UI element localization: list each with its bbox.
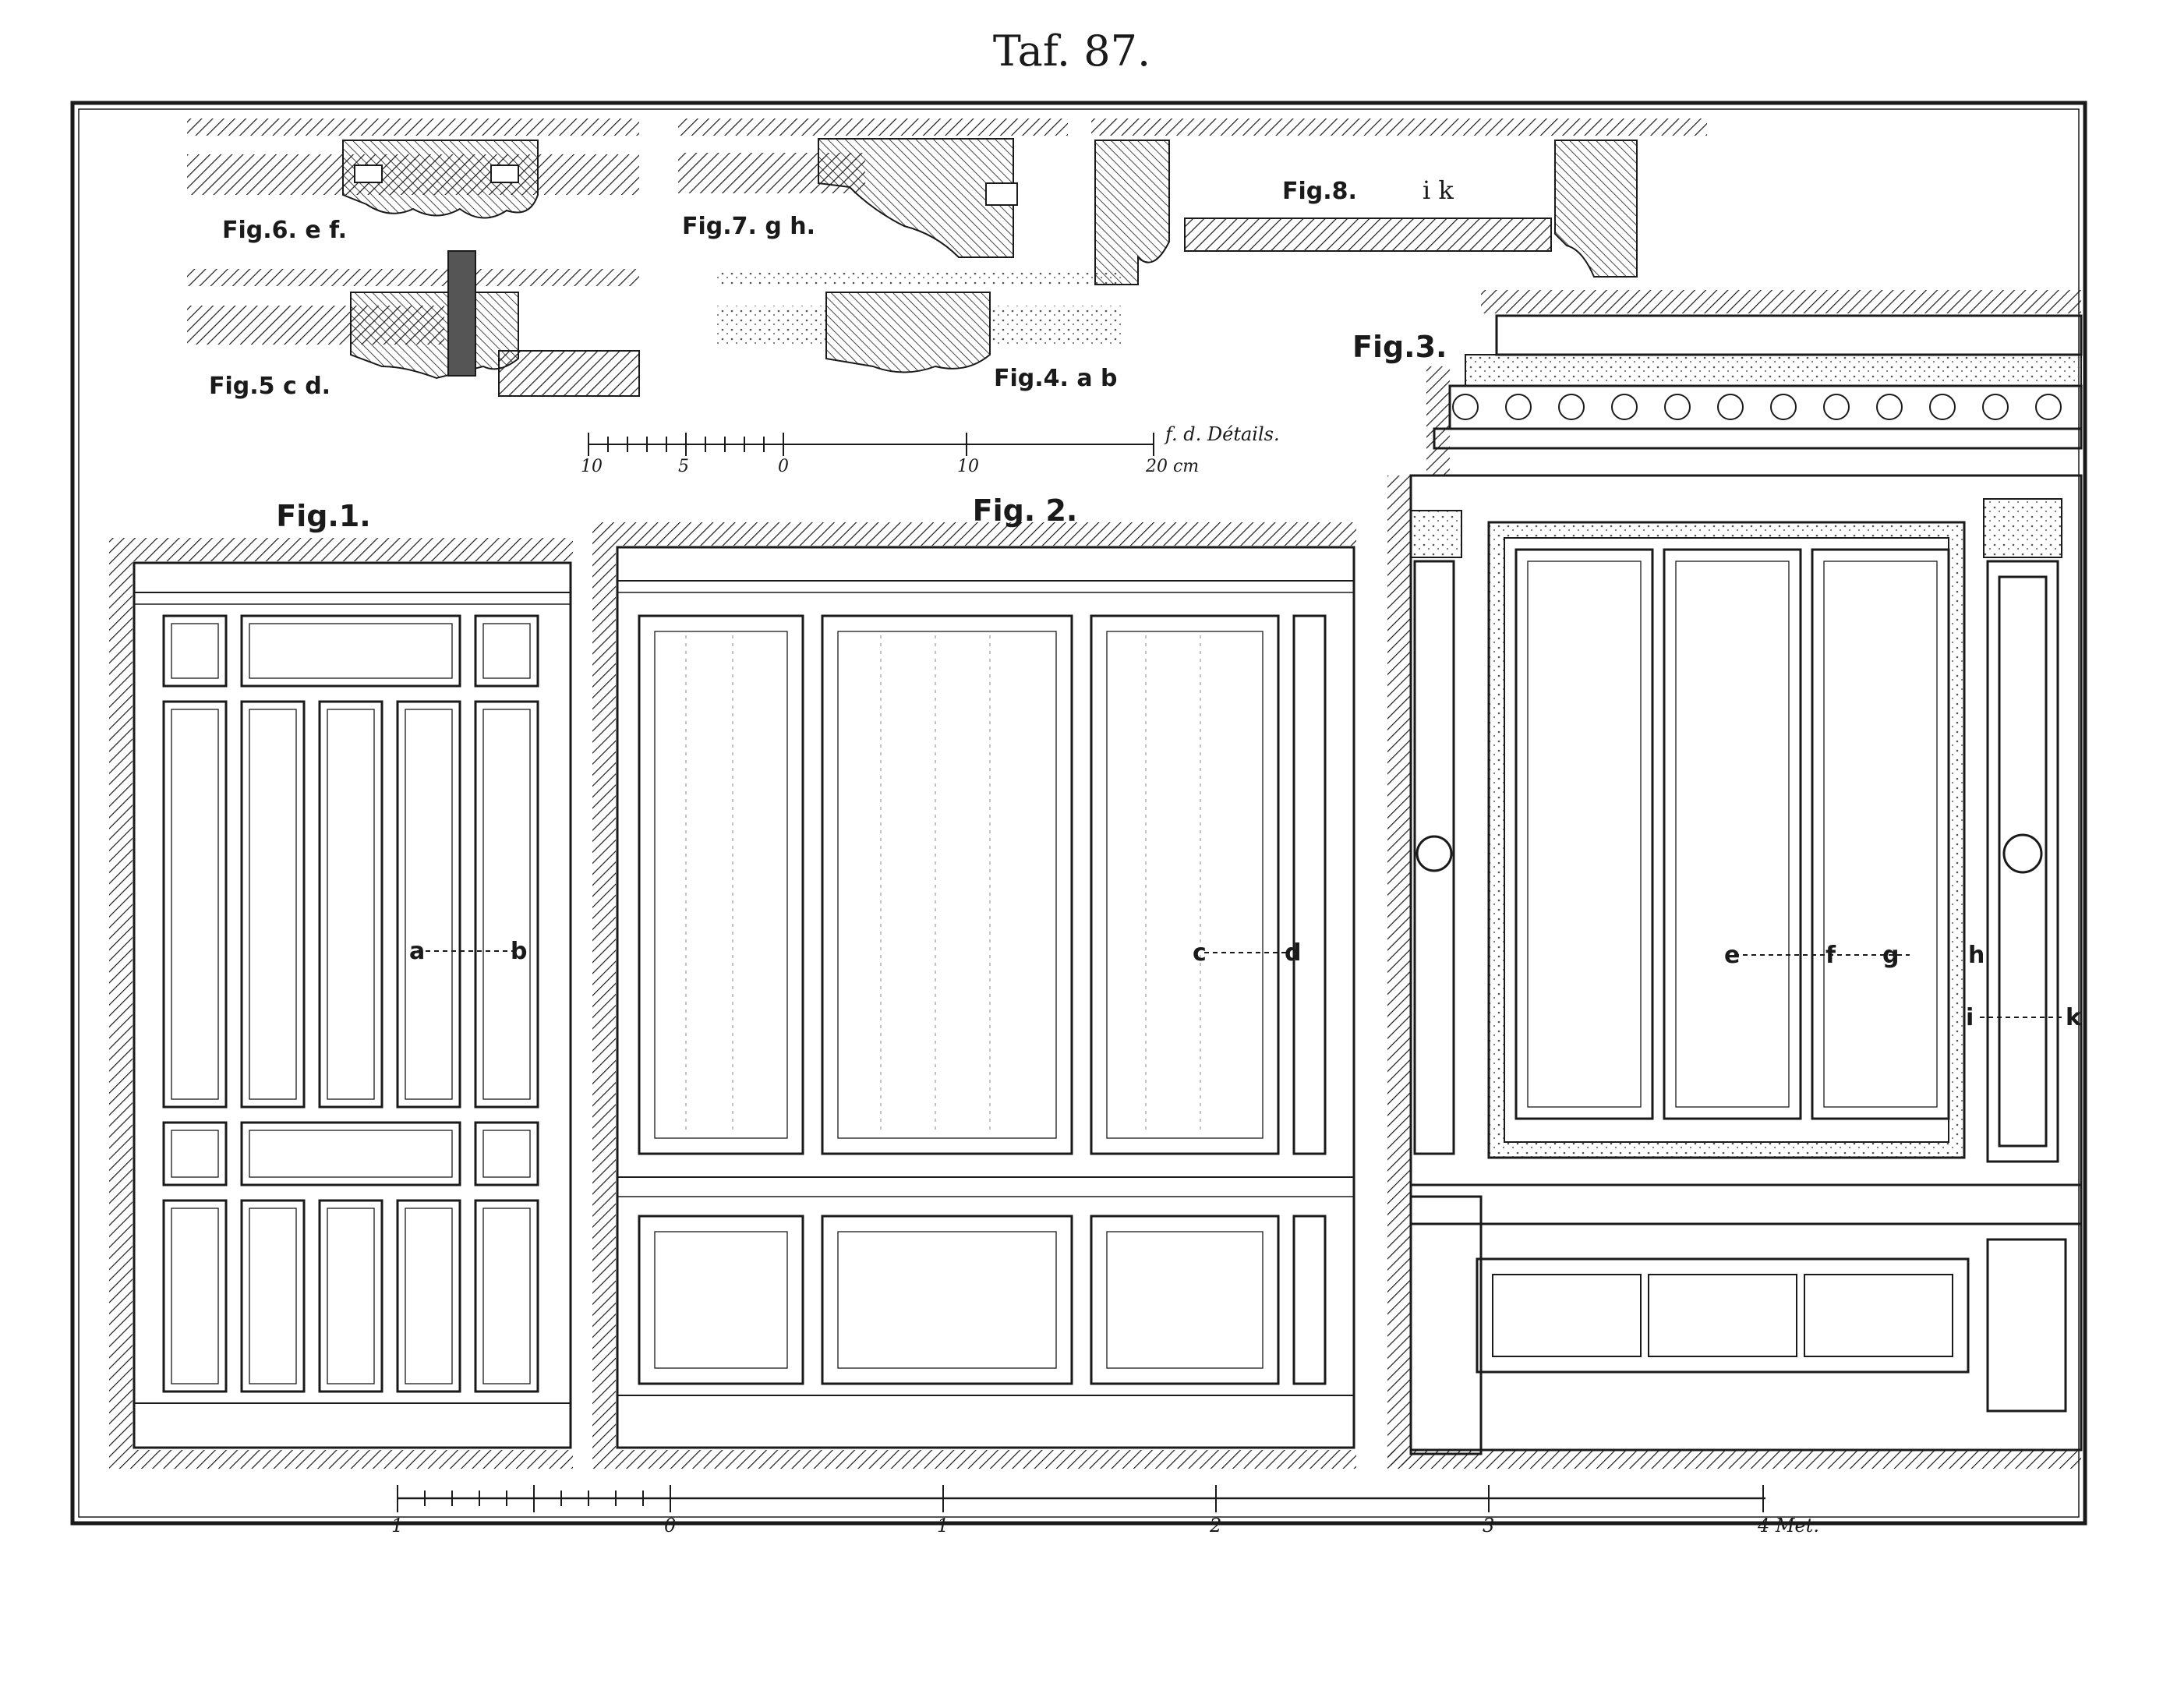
main-scale: 1 0 1 2 3 4 Met. [391,1485,1819,1536]
fig7-label: Fig.7. g h. [682,213,815,240]
section-mark-a: a [409,938,425,965]
fig2-label: Fig. 2. [973,493,1078,528]
section-mark-d: d [1285,939,1301,967]
main-scale-tick-1: 0 [664,1515,676,1536]
fig8-section-label: i k [1423,175,1454,205]
fig7-section: Fig.7. g h. [678,118,1068,258]
plate-frame [70,101,2087,1526]
section-mark-f: f [1825,942,1836,969]
section-mark-e: e [1724,942,1740,969]
detail-scale-caption: f. d. Détails. [1164,423,1280,445]
section-mark-g: g [1882,942,1899,969]
fig1-elevation: Fig.1. [109,499,573,1469]
main-scale-tick-3: 2 [1209,1515,1221,1536]
section-mark-k: k [2066,1004,2082,1031]
fig8-label: Fig.8. [1282,178,1357,205]
detail-scale-tick-1: 5 [678,457,689,476]
main-scale-tick-0: 1 [391,1515,403,1536]
main-scale-tick-2: 1 [937,1515,949,1536]
detail-scale-tick-3: 10 [957,457,979,476]
fig4-label: Fig.4. a b [994,365,1118,392]
fig5-section: Fig.5 c d. [187,250,640,400]
fig6-label: Fig.6. e f. [222,217,347,244]
detail-scale-tick-0: 10 [581,457,603,476]
section-mark-c: c [1193,939,1207,967]
section-mark-i: i [1966,1004,1974,1031]
detail-scale-tick-2: 0 [778,457,789,476]
detail-scale-tick-4: 20 cm [1145,457,1199,476]
fig2-elevation: Fig. 2. [592,493,1356,1469]
fig6-section: Fig.6. e f. [187,118,639,244]
fig4-section: Fig.4. a b [717,269,1122,392]
fig1-label: Fig.1. [276,499,371,533]
fig8-section: Fig.8. i k [1091,118,1707,285]
section-mark-h: h [1968,942,1985,969]
fig3-elevation: Fig.3. [1352,290,2083,1469]
section-mark-b: b [511,938,527,965]
main-scale-tick-4: 3 [1483,1515,1494,1536]
fig5-label: Fig.5 c d. [209,373,330,400]
main-scale-tick-5: 4 Met. [1757,1515,1819,1536]
fig3-label: Fig.3. [1352,330,1447,364]
detail-scale: 10 5 0 10 20 cm f. d. Détails. [581,423,1280,476]
plate-title: Taf. 87. [993,27,1150,76]
